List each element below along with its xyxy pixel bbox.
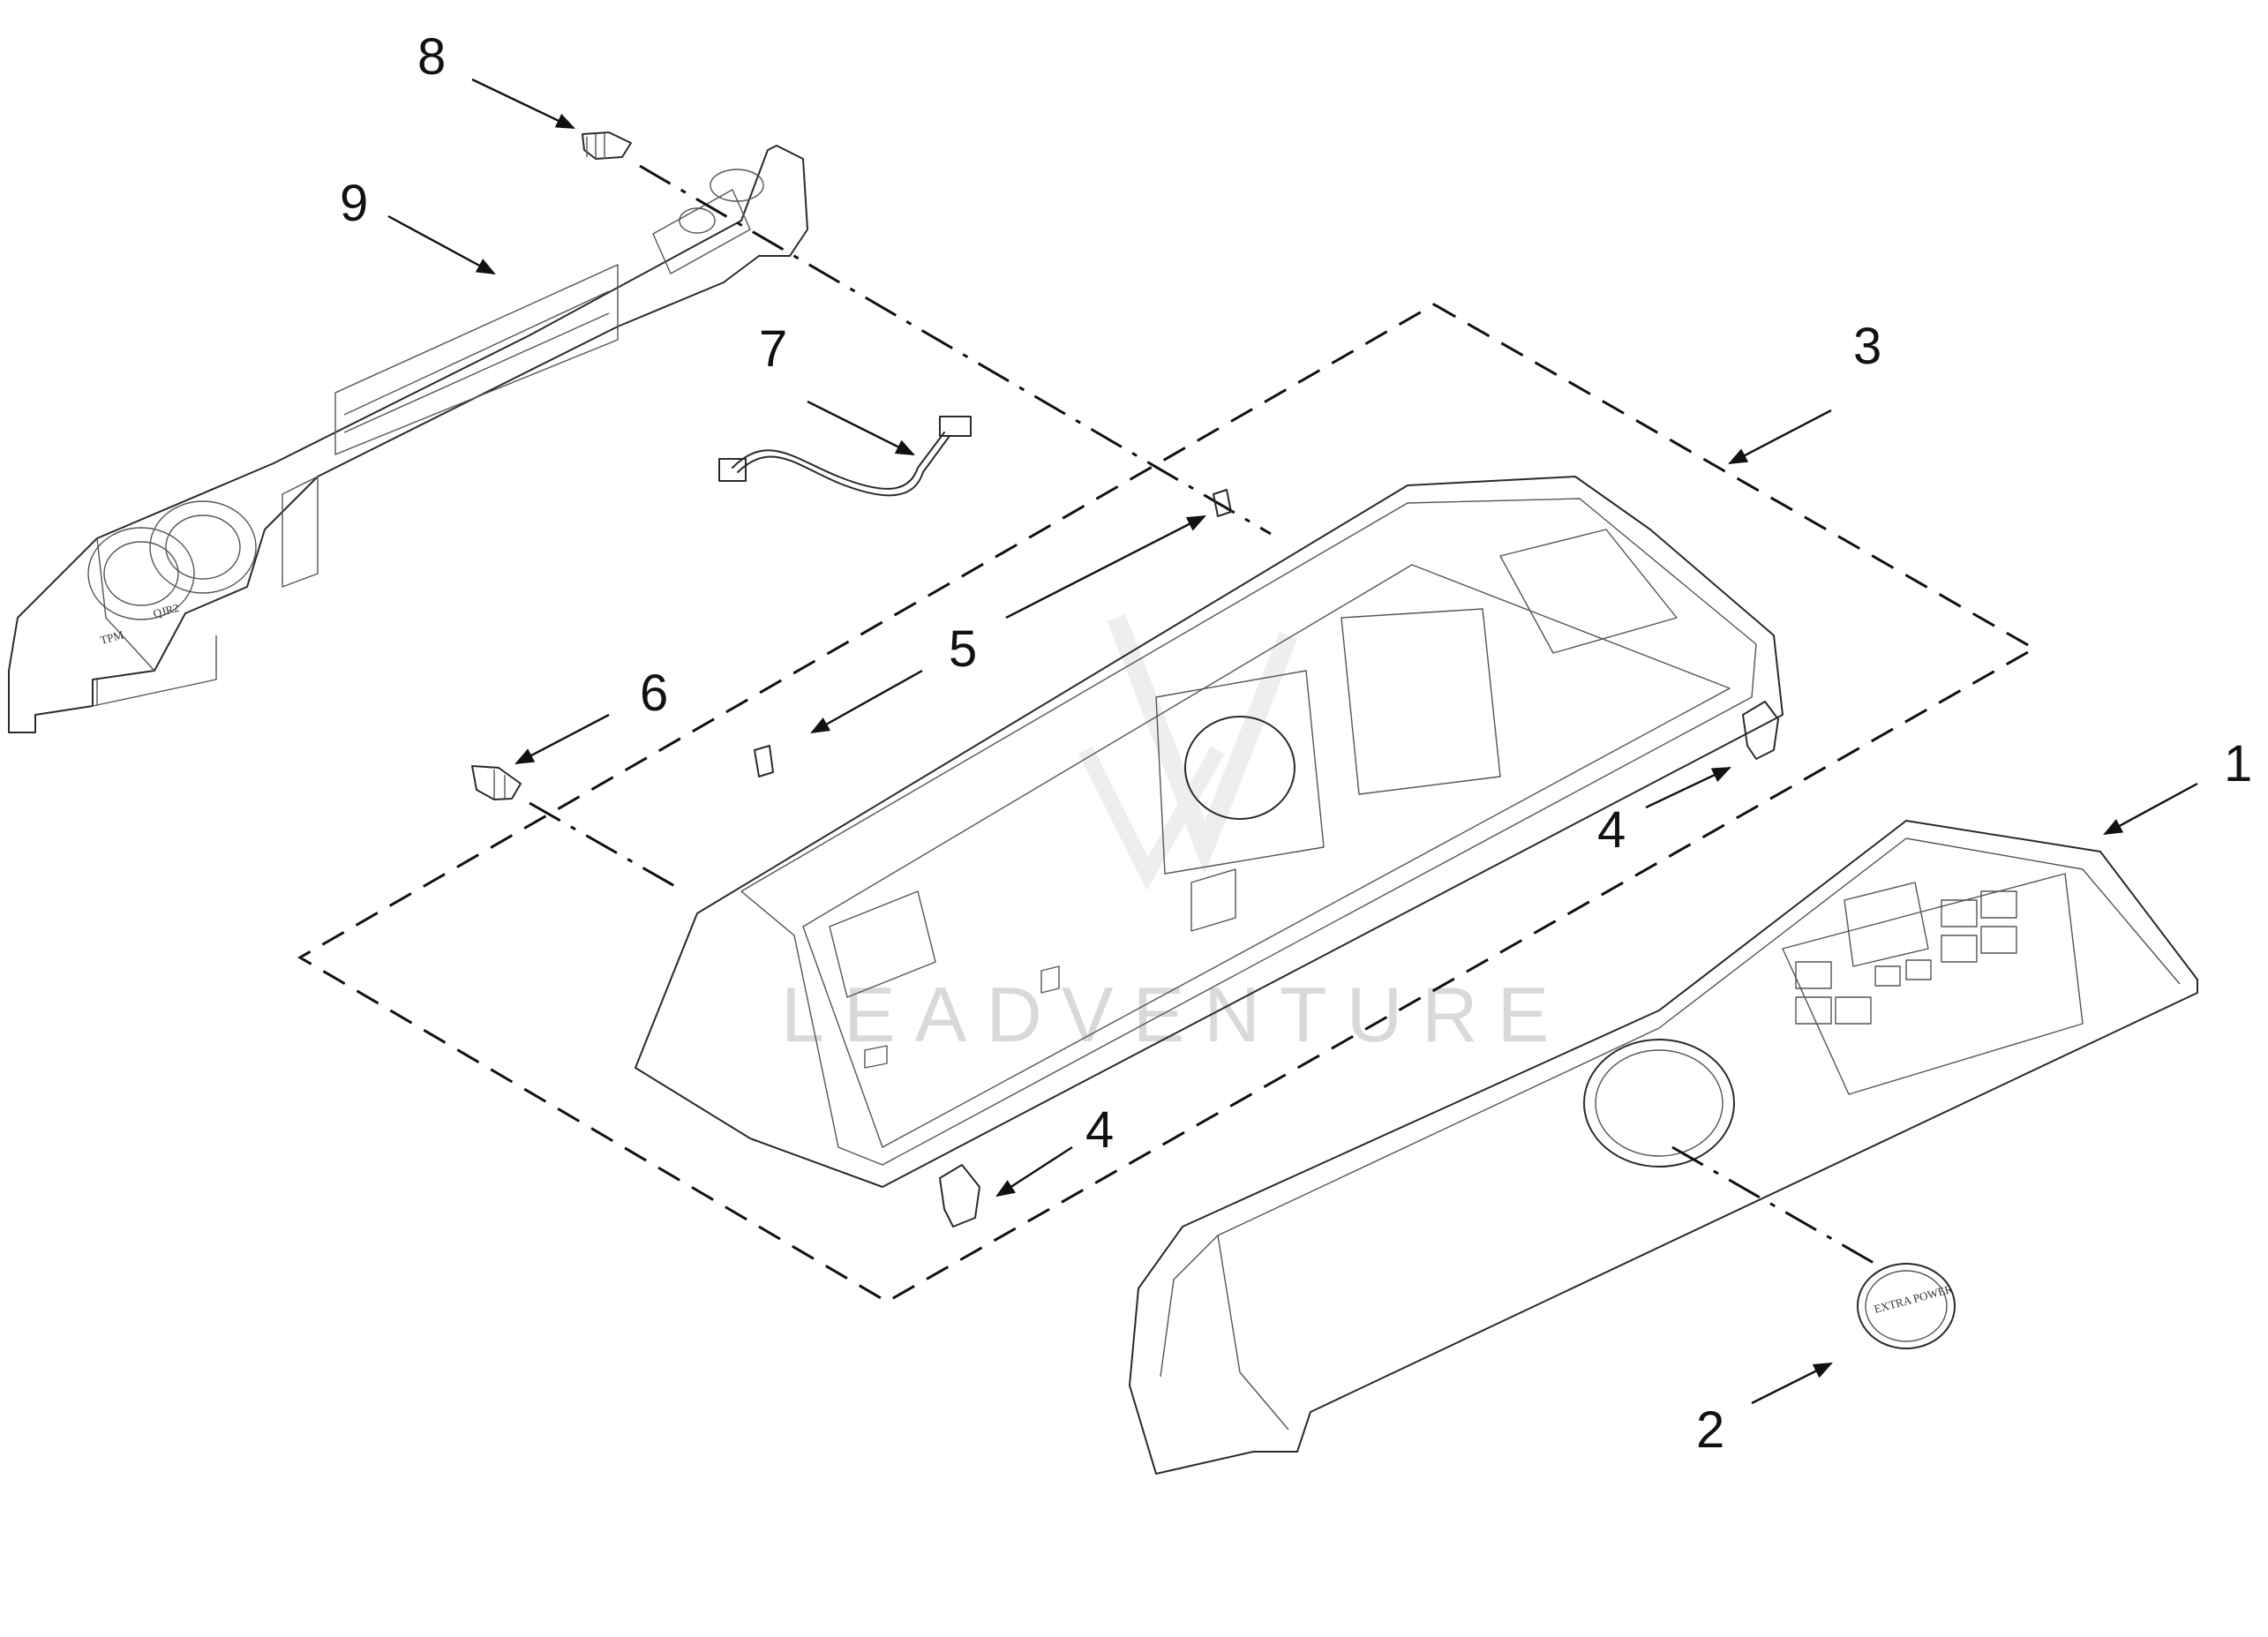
part-6-screw — [471, 765, 522, 800]
part-5-clip-lower — [754, 745, 774, 777]
part-8-screw — [582, 131, 632, 160]
assembly-outline-3 — [297, 303, 2038, 1303]
panel-emboss-2: QJR2 — [152, 601, 180, 620]
part-4-clip-left — [939, 1164, 980, 1228]
part-7-wire-harness — [718, 416, 972, 497]
callout-4-right: 4 — [1597, 801, 1626, 859]
callout-6: 6 — [640, 665, 668, 722]
watermark: LEADVENTURE — [781, 614, 1568, 1058]
callout-8: 8 — [417, 28, 446, 86]
leader-2 — [1751, 1362, 1833, 1405]
watermark-logo — [1078, 614, 1298, 891]
callout-5: 5 — [949, 620, 977, 678]
screw-axis-line — [639, 164, 1272, 536]
leader-5-upper — [1005, 514, 1206, 620]
callout-7: 7 — [759, 320, 787, 378]
leader-1 — [2103, 782, 2198, 836]
watermark-text: LEADVENTURE — [781, 971, 1568, 1058]
part-4-clip-right — [1742, 701, 1779, 760]
leader-7 — [807, 400, 915, 456]
leader-4-left — [995, 1145, 1073, 1198]
callout-9: 9 — [340, 175, 368, 232]
screw-6-axis-line — [529, 801, 685, 893]
callout-1: 1 — [2224, 735, 2252, 792]
callout-4-left: 4 — [1085, 1101, 1114, 1159]
callout-2: 2 — [1696, 1401, 1724, 1459]
knob-axis-line — [1671, 1145, 1881, 1268]
part-5-clip-upper — [1213, 489, 1232, 517]
part-1-control-console — [1129, 820, 2198, 1475]
leader-6 — [514, 713, 610, 765]
leader-5-lower — [810, 669, 923, 734]
knob-cap-text: EXTRA POWER — [1873, 1282, 1954, 1316]
panel-emboss-1: TPM — [99, 627, 125, 647]
part-9-rear-panel: TPM QJR2 — [8, 145, 808, 733]
part-3-console-bracket — [635, 476, 1784, 1188]
callout-3: 3 — [1853, 318, 1881, 375]
leader-8 — [471, 78, 575, 130]
part-2-knob-cap: EXTRA POWER — [1857, 1263, 1956, 1349]
leader-9 — [387, 214, 496, 275]
leader-4-right — [1645, 766, 1731, 809]
leader-3 — [1728, 409, 1832, 465]
